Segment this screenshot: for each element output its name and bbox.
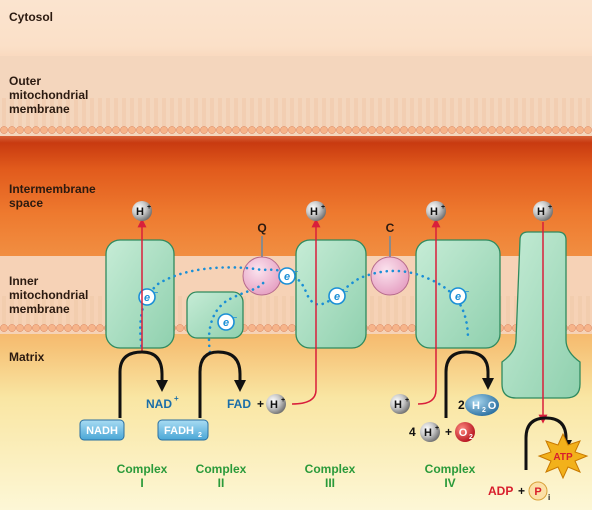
svg-text:2: 2: [198, 432, 202, 439]
electron-2: e−: [217, 313, 237, 331]
svg-text:+: +: [405, 397, 409, 404]
svg-text:FAD: FAD: [227, 397, 251, 411]
electron-path: [139, 266, 470, 354]
svg-text:+: +: [147, 204, 151, 211]
svg-text:2: 2: [458, 398, 465, 412]
svg-text:e: e: [334, 291, 340, 303]
nadh-box: NADH: [79, 419, 125, 441]
svg-text:2: 2: [469, 434, 473, 441]
svg-text:NAD: NAD: [146, 397, 172, 411]
outer-membrane-label: Outer mitochondrial membrane: [9, 74, 89, 116]
svg-text:+: +: [281, 397, 285, 404]
svg-text:+: +: [441, 204, 445, 211]
electrons: e− e− e− e− e−: [138, 267, 469, 331]
svg-text:O: O: [488, 400, 497, 412]
svg-text:O: O: [459, 427, 468, 439]
svg-text:H: H: [430, 206, 438, 218]
svg-text:P: P: [534, 486, 541, 498]
proton-ball-4: H+: [533, 201, 553, 221]
svg-text:4: 4: [409, 425, 416, 439]
proton-ball-3: H+: [426, 201, 446, 221]
mobile-carriers: [242, 236, 410, 296]
svg-text:+: +: [445, 425, 452, 439]
svg-text:+: +: [321, 204, 325, 211]
svg-text:H: H: [394, 399, 402, 411]
nad-plus-label: NAD +: [146, 394, 179, 411]
svg-text:−: −: [233, 315, 237, 322]
svg-text:−: −: [465, 289, 469, 296]
proton-arrow-complex-iv: [417, 218, 441, 405]
carrier-q-label: Q: [257, 221, 266, 235]
svg-text:e: e: [284, 271, 290, 283]
outer-membrane: [0, 56, 592, 136]
fadh2-box: FADH 2: [157, 419, 209, 441]
protons-intermembrane: H+ H+ H+ H+: [132, 201, 553, 221]
svg-text:H: H: [270, 399, 278, 411]
electron-3: e−: [278, 267, 298, 285]
proton-ball-2: H+: [306, 201, 326, 221]
svg-text:e: e: [455, 291, 461, 303]
reaction-arrows: [118, 350, 572, 470]
svg-text:FADH: FADH: [164, 425, 194, 437]
carrier-c-label: C: [386, 221, 395, 235]
svg-text:e: e: [223, 317, 229, 329]
svg-text:−: −: [344, 289, 348, 296]
svg-text:H: H: [310, 206, 318, 218]
svg-text:H: H: [424, 427, 432, 439]
svg-text:e: e: [144, 292, 150, 304]
svg-text:ATP: ATP: [553, 452, 573, 463]
cytochrome-c: [370, 256, 410, 296]
proton-arrow-complex-iii: [291, 218, 321, 405]
svg-text:−: −: [294, 269, 298, 276]
proton-ball-complex-iv: H +: [390, 394, 410, 414]
electron-5: e−: [449, 287, 469, 305]
svg-text:H: H: [537, 206, 545, 218]
atp-starburst: ATP: [537, 432, 589, 480]
svg-text:ADP: ADP: [488, 484, 513, 498]
svg-text:NADH: NADH: [86, 425, 118, 437]
svg-text:+: +: [257, 397, 264, 411]
fad-label: FAD + H +: [227, 394, 286, 414]
svg-text:+: +: [174, 394, 179, 403]
svg-text:H: H: [472, 400, 480, 412]
electron-4: e−: [328, 287, 348, 305]
svg-text:+: +: [435, 425, 439, 432]
inner-membrane-label: Inner mitochondrial membrane: [9, 274, 89, 316]
svg-text:+: +: [548, 204, 552, 211]
proton-ball-1: H+: [132, 201, 152, 221]
ubiquinone-q: [242, 256, 282, 296]
svg-text:2: 2: [482, 407, 486, 414]
electron-1: e−: [138, 288, 158, 306]
cytosol-label: Cytosol: [9, 10, 54, 24]
intermembrane-space-label: Intermembrane space: [9, 182, 96, 210]
proton-arrows: [137, 218, 548, 424]
matrix-label: Matrix: [9, 350, 45, 364]
water-label: 2 H 2 O: [458, 394, 499, 416]
oxygen-label: 4 H + + O 2: [409, 422, 475, 442]
svg-text:H: H: [136, 206, 144, 218]
atp-synthase-protein: [501, 231, 581, 399]
svg-text:i: i: [548, 493, 550, 502]
svg-text:+: +: [518, 484, 525, 498]
adp-pi-label: ADP + P i: [488, 481, 550, 502]
svg-text:−: −: [154, 290, 158, 297]
